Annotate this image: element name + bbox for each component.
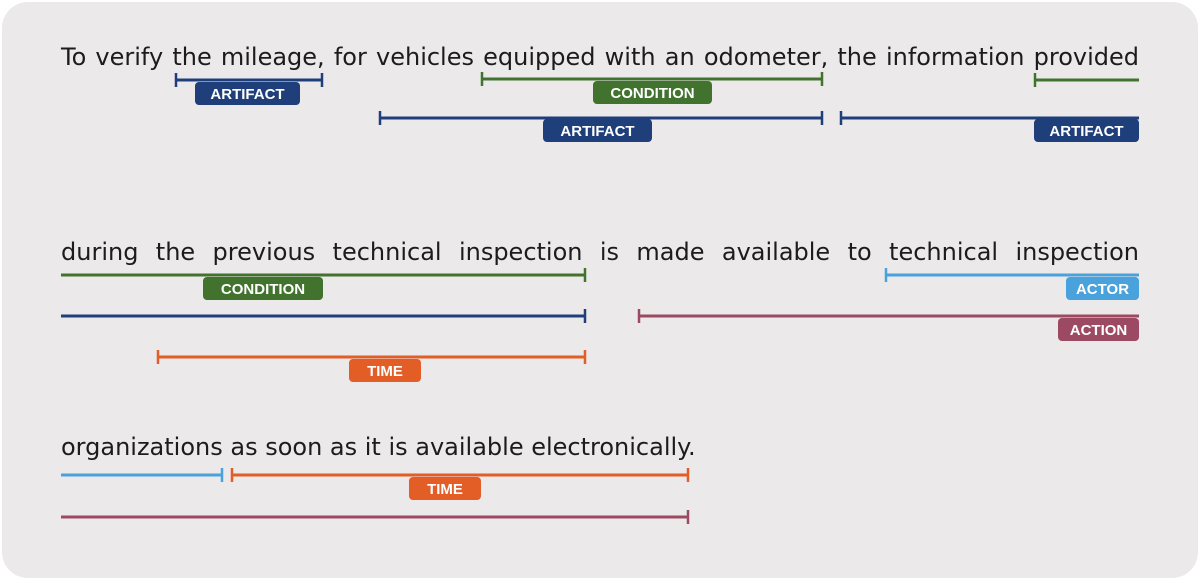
sentence-line-1: To verify the mileage, for vehicles equi… (61, 43, 1139, 71)
label-tag (195, 82, 300, 105)
span-condition: CONDITION (480, 72, 824, 104)
span-time: TIME (156, 350, 587, 382)
span-time: TIME (230, 468, 690, 500)
label-tag (409, 477, 481, 500)
span-condition (1033, 73, 1139, 87)
label-text: TIME (427, 481, 463, 498)
span-action (61, 510, 690, 524)
label-tag (1066, 277, 1139, 300)
label-text: ARTIFACT (560, 123, 634, 140)
label-tag (1034, 119, 1139, 142)
span-artifact: ARTIFACT (839, 111, 1139, 142)
label-text: ACTION (1070, 322, 1128, 339)
span-condition: CONDITION (61, 268, 587, 300)
sentence-line-2: during the previous technical inspection… (61, 238, 1139, 266)
span-artifact: ARTIFACT (174, 73, 324, 105)
span-actor: ACTOR (884, 268, 1139, 300)
label-tag (593, 81, 712, 104)
label-tag (349, 359, 421, 382)
label-text: CONDITION (221, 281, 305, 298)
label-tag (543, 119, 652, 142)
span-action: ACTION (637, 309, 1139, 341)
span-artifact: ARTIFACT (378, 111, 824, 142)
label-text: CONDITION (610, 85, 694, 102)
sentence-line-3: organizations as soon as it is available… (61, 433, 696, 461)
label-text: ARTIFACT (210, 86, 284, 103)
label-text: ARTIFACT (1049, 123, 1123, 140)
label-text: ACTOR (1076, 281, 1129, 298)
label-tag (1058, 318, 1139, 341)
label-text: TIME (367, 363, 403, 380)
span-artifact (61, 309, 587, 323)
span-actor (61, 468, 224, 482)
label-tag (203, 277, 323, 300)
